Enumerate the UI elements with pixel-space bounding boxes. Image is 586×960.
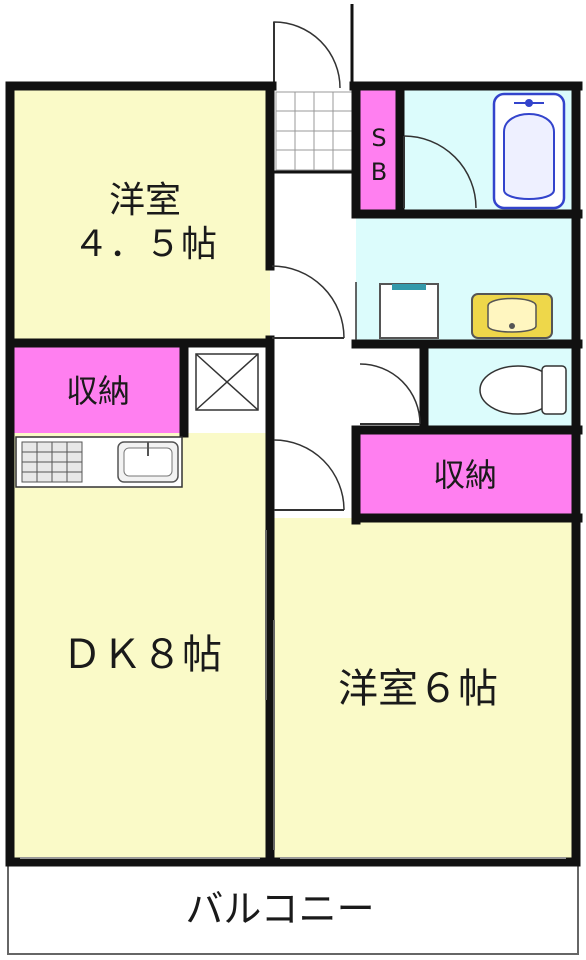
storage-left bbox=[12, 345, 184, 433]
shoe-box bbox=[358, 88, 400, 212]
wash-basin-icon bbox=[471, 293, 553, 339]
western-room-small bbox=[12, 88, 270, 343]
shoe-box-label-s: S bbox=[371, 124, 386, 152]
shoe-box-label-b: B bbox=[371, 158, 387, 186]
stove-icon bbox=[21, 441, 83, 483]
kitchen-sink-icon bbox=[117, 441, 179, 483]
western-room-small-name: 洋室 bbox=[109, 180, 181, 221]
genkan-tiles bbox=[275, 91, 353, 171]
door-toilet-swing bbox=[359, 363, 421, 425]
storage-left-label: 収納 bbox=[66, 372, 130, 410]
pipe-shaft bbox=[186, 345, 268, 433]
toilet-icon bbox=[479, 365, 567, 415]
storage-right bbox=[358, 432, 572, 516]
balcony bbox=[10, 864, 576, 952]
dk-label: ＤＫ８帖 bbox=[62, 632, 222, 678]
kitchen-counter bbox=[15, 436, 183, 488]
door-dk-swing bbox=[273, 439, 345, 511]
balcony-label: バルコニー bbox=[185, 887, 374, 931]
western-room-small-size: ４．５帖 bbox=[73, 224, 217, 265]
storage-right-label: 収納 bbox=[433, 456, 497, 494]
washing-machine-pan-icon bbox=[379, 283, 439, 339]
dk-room bbox=[12, 433, 270, 861]
western-room-large-label: 洋室６帖 bbox=[338, 666, 498, 712]
toilet-entry bbox=[356, 346, 424, 430]
door-western-small-swing bbox=[271, 265, 345, 339]
western-room-large bbox=[272, 518, 572, 861]
door-bath-swing bbox=[403, 135, 477, 209]
walls bbox=[5, 81, 583, 867]
bathtub-icon bbox=[492, 92, 566, 210]
pipe-shaft-symbol bbox=[195, 353, 259, 411]
entrance-door-swing bbox=[273, 21, 341, 89]
